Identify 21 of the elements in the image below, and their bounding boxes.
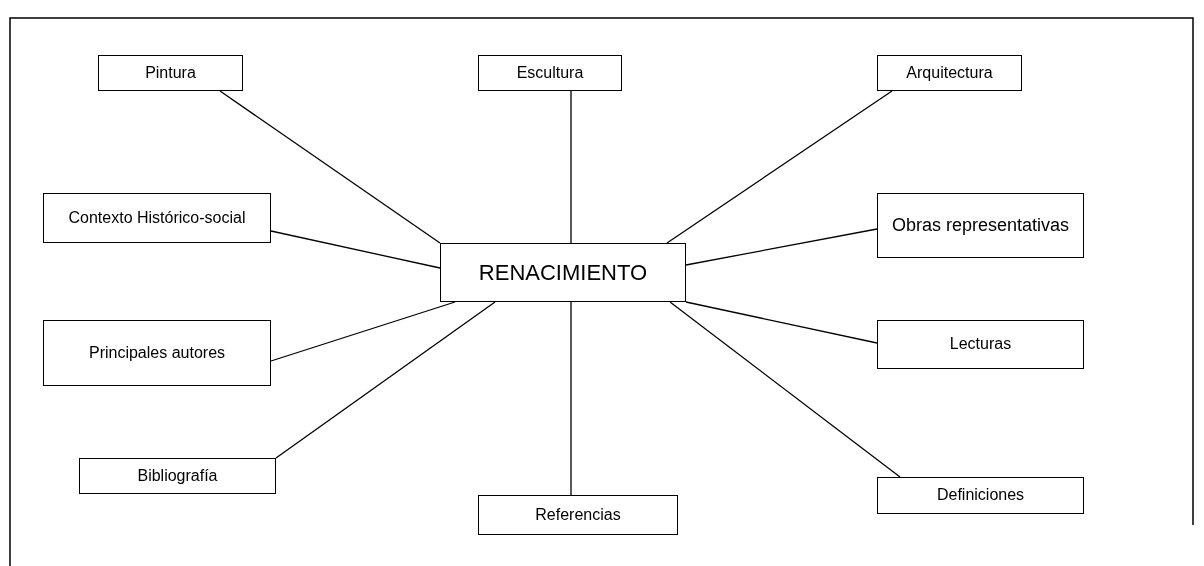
topic-box: Pintura bbox=[98, 55, 243, 91]
connector-line bbox=[685, 301, 878, 344]
topic-box: Escultura bbox=[478, 55, 622, 91]
connector-line bbox=[669, 301, 901, 478]
topic-box: Lecturas bbox=[877, 320, 1084, 369]
connector-line bbox=[685, 228, 878, 266]
connector-line bbox=[270, 230, 441, 269]
topic-box: Referencias bbox=[478, 495, 678, 535]
connector-line bbox=[270, 301, 456, 362]
topic-box: Contexto Histórico-social bbox=[43, 193, 271, 243]
connector-line bbox=[275, 301, 496, 459]
connector-line bbox=[570, 301, 572, 496]
connector-line bbox=[219, 90, 441, 244]
connector-line bbox=[570, 90, 572, 244]
topic-box: Arquitectura bbox=[877, 55, 1022, 91]
topic-box: Obras representativas bbox=[877, 193, 1084, 258]
topic-box: Bibliografía bbox=[79, 458, 276, 494]
topic-box: Definiciones bbox=[877, 477, 1084, 514]
connector-line bbox=[666, 90, 893, 244]
central-topic-box: RENACIMIENTO bbox=[440, 243, 686, 302]
topic-box: Principales autores bbox=[43, 320, 271, 386]
